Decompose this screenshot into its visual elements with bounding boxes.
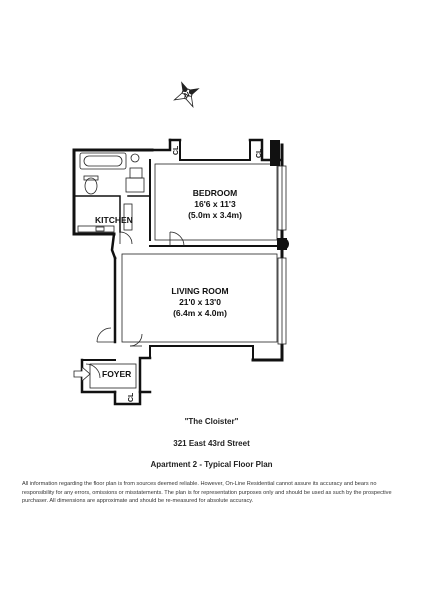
building-name: "The Cloister": [184, 417, 239, 426]
entry-arrow-icon: [73, 366, 91, 382]
apartment-title: Apartment 2 - Typical Floor Plan: [150, 460, 273, 469]
bedroom-name: BEDROOM: [193, 188, 237, 198]
compass-rose-icon: N: [173, 81, 200, 108]
bathroom-fixtures: [79, 152, 145, 195]
room-outlines: [89, 163, 278, 389]
closet-label: CL: [128, 392, 135, 402]
foyer-name: FOYER: [102, 369, 131, 379]
compass-letter: N: [183, 91, 191, 99]
bedroom-dims-imperial: 16'6 x 11'3: [194, 199, 236, 209]
living-room-dims-metric: (6.4m x 4.0m): [173, 308, 227, 318]
closet-label: CL: [256, 148, 263, 158]
bedroom-dims-metric: (5.0m x 3.4m): [188, 210, 242, 220]
living-room-name: LIVING ROOM: [171, 286, 228, 296]
disclaimer-text: All information regarding the floor plan…: [22, 481, 392, 504]
columns: [270, 140, 289, 250]
kitchen-name: KITCHEN: [95, 215, 133, 225]
building-address: 321 East 43rd Street: [173, 439, 250, 448]
doors: [85, 231, 185, 379]
windows: [277, 165, 287, 345]
living-room-dims-imperial: 21'0 x 13'0: [179, 297, 221, 307]
kitchen-fixtures: [77, 203, 133, 233]
closet-label: CL: [173, 145, 180, 155]
